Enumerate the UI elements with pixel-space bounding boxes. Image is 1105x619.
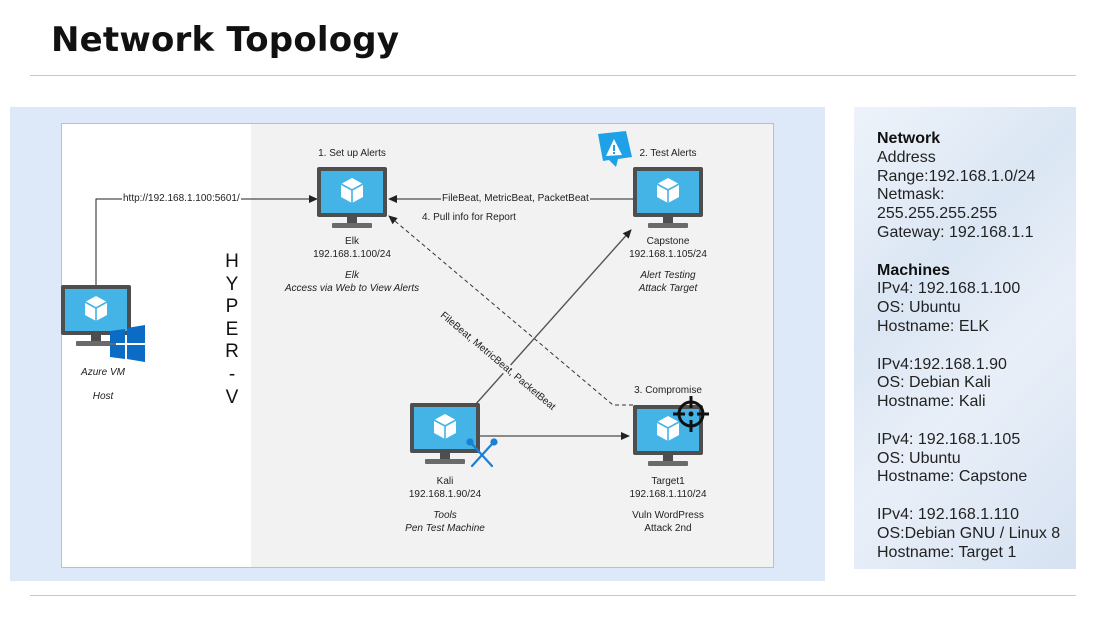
crosshair-icon (673, 396, 709, 432)
windows-logo-icon (110, 325, 145, 362)
machine-line: OS: Ubuntu (877, 299, 961, 317)
kali-note: Pen Test Machine (405, 523, 485, 534)
network-heading: Network (877, 130, 941, 147)
network-line: Range:192.168.1.0/24 (877, 167, 1036, 185)
machine-line: OS:Debian GNU / Linux 8 (877, 524, 1061, 542)
edge-label-beats: FileBeat, MetricBeat, PacketBeat (441, 193, 590, 204)
elk-note: Access via Web to View Alerts (284, 283, 420, 294)
machines-heading: Machines (877, 261, 950, 279)
hyperv-letter: R (225, 341, 239, 363)
kali-monitor-icon (410, 403, 480, 465)
host-label-line1: Azure VM (81, 367, 125, 378)
target1-name: Target1 (651, 476, 685, 487)
machine-line: IPv4:192.168.1.90 (877, 355, 1007, 373)
machine-line: IPv4: 192.168.1.100 (877, 280, 1021, 298)
network-line: 255.255.255.255 (877, 205, 998, 223)
hyperv-label: H Y P E R - V (222, 251, 242, 409)
hyperv-letter: E (225, 318, 239, 340)
capstone-name: Capstone (646, 236, 690, 247)
network-line: Address (877, 148, 936, 166)
alert-icon (598, 131, 632, 167)
kali-role: Tools (433, 510, 457, 521)
page-title: Network Topology (51, 20, 400, 60)
hyperv-letter: - (228, 363, 236, 385)
machine-line: OS: Debian Kali (877, 374, 991, 392)
capstone-role: Alert Testing (640, 270, 696, 281)
capstone-ip: 192.168.1.105/24 (629, 249, 707, 260)
network-line: Netmask: (877, 186, 945, 204)
kali-ip: 192.168.1.90/24 (408, 489, 482, 500)
elk-name: Elk (345, 236, 359, 247)
info-panel: Network Address Range:192.168.1.0/24 Net… (854, 107, 1076, 569)
target1-role: Vuln WordPress (632, 510, 704, 521)
edge-label-report: 4. Pull info for Report (422, 212, 516, 223)
machine-line: OS: Ubuntu (877, 449, 961, 467)
elk-ip: 192.168.1.100/24 (313, 249, 391, 260)
capstone-monitor-icon (633, 167, 703, 229)
machine-line: Hostname: Capstone (877, 468, 1028, 486)
capstone-note: Attack Target (638, 283, 698, 294)
bottom-divider (30, 595, 1076, 596)
hyperv-letter: Y (225, 273, 239, 295)
target1-note: Attack 2nd (644, 523, 692, 534)
machine-line: Hostname: Target 1 (877, 543, 1017, 561)
edge-label-web: http://192.168.1.100:5601/ (122, 193, 241, 204)
hyperv-letter: H (225, 251, 239, 272)
top-divider (30, 75, 1076, 76)
elk-step-label: 1. Set up Alerts (318, 148, 386, 159)
machine-line: IPv4: 192.168.1.110 (877, 505, 1020, 523)
host-label-line2: Host (92, 391, 114, 402)
elk-role: Elk (345, 270, 359, 281)
elk-monitor-icon (317, 167, 387, 229)
machine-line: Hostname: ELK (877, 317, 990, 335)
edge-kali-to-capstone (474, 229, 632, 406)
machine-line: Hostname: Kali (877, 393, 986, 411)
tools-icon (466, 438, 498, 468)
target1-ip: 192.168.1.110/24 (629, 489, 707, 500)
network-line: Gateway: 192.168.1.1 (877, 223, 1034, 241)
capstone-step-label: 2. Test Alerts (639, 148, 697, 159)
kali-name: Kali (436, 476, 454, 487)
machine-line: IPv4: 192.168.1.105 (877, 430, 1021, 448)
hyperv-letter: P (225, 296, 239, 318)
edge-host-to-elk (95, 195, 318, 287)
target1-step-label: 3. Compromise (634, 385, 702, 396)
hyperv-letter: V (225, 386, 239, 408)
